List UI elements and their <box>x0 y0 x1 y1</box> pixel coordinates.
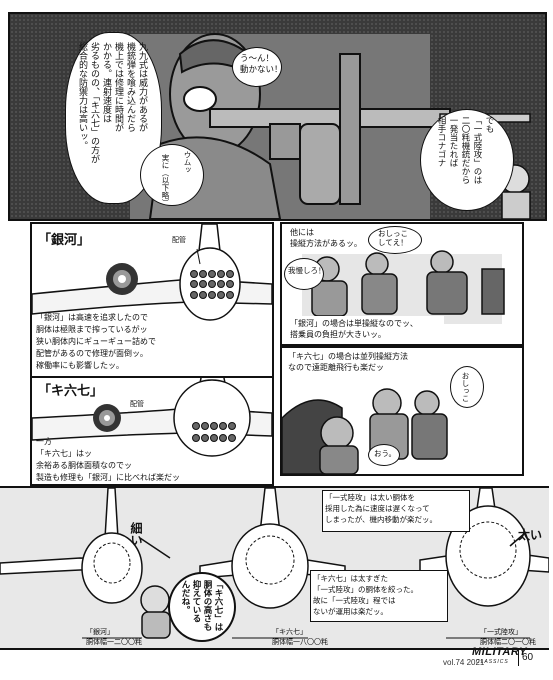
crew-art-bottom <box>282 388 448 474</box>
pipe-cluster-ginga <box>190 270 234 300</box>
caption-ginga-width: 胴体幅一二〇〇粍 <box>86 638 142 646</box>
crew-art-top <box>302 250 505 324</box>
ki67-title: 「キ六七」 <box>38 384 104 399</box>
shout-bubble-bottom <box>168 572 236 642</box>
crew-top-caption: 他には 操縦方法があるッ。 <box>290 228 362 248</box>
crew-bottom-caption: 「キ六七」の場合は並列操縦方法 なので遠距離飛行も楽だッ <box>288 352 408 372</box>
crew-top-caption-box <box>288 226 362 254</box>
ki67-pipe-label: 配管 <box>130 400 144 408</box>
ginga-title: 「銀河」 <box>38 233 91 248</box>
mutter-1: ウムッ <box>183 151 192 174</box>
footer-vol: vol.74 2021 <box>443 658 485 667</box>
crew-top-speech-2: 我慢しろ！ <box>288 266 326 275</box>
ginga-body-text: 「銀河」は高速を追求したので 胴体は極限まで搾っているがッ 狭い胴体内にギューギ… <box>36 313 156 370</box>
note-center-box <box>310 570 448 622</box>
label-thin: 細い <box>129 522 143 546</box>
label-thick: 太い <box>518 528 543 542</box>
crew-top-caption-bottom-box <box>288 316 444 342</box>
ki67-body-text: 一方 「キ六七」はッ 余裕ある胴体面積なのでッ 製造も修理も「銀河」に比べれば楽… <box>36 437 180 482</box>
fuselage-comparison <box>0 488 549 639</box>
footer-brand: MILITARY <box>472 646 527 658</box>
balloon-right-text: でも 「一式陸攻」のは 二〇粍機銃だから 一発当たれば 相手コナゴナ <box>436 116 494 184</box>
footer-brand-sub: CLASSICS <box>476 659 509 665</box>
crew-panel-bottom: 「キ六七」の場合は並列操縦方法 なので遠距離飛行も楽だッ おしっこ おう。 <box>280 346 524 476</box>
mutter-2: 実に（以下略） <box>161 154 170 207</box>
top-panel: 九九式は威力があるが 機銃弾を喰み込んだら 機上では修理に時間が かかる。連射速… <box>8 12 547 221</box>
note-center: 「キ六七」は太すぎた 「一式陸攻」の胴体を絞った。 故に「一式陸攻」程では ない… <box>313 574 418 616</box>
note-right-box <box>322 490 470 532</box>
crew-top-speech-1: おしっこ してえ！ <box>378 229 408 247</box>
crew-top-bubble-2 <box>284 258 324 290</box>
ginga-pipe-label: 配管 <box>172 236 186 244</box>
shout-bubble <box>232 47 282 87</box>
crew-panel-top: 他には 操縦方法があるッ。 おしっこ してえ！ 我慢しろ！ 「銀河」の場合は単操… <box>280 222 524 346</box>
footer-divider <box>518 650 519 666</box>
bottom-panel: 細い 太い 「一式陸攻」は太い胴体を 採用した為に速度は遅くなって しまったが、… <box>0 486 549 650</box>
crew-top-caption-bottom: 「銀河」の場合は単操縦なのでッ、 搭乗員の負担が大きいッ。 <box>290 319 418 339</box>
crew-bottom-bubble-2 <box>368 444 400 466</box>
caption-ginga-name: 「銀河」 <box>86 628 114 636</box>
crew-bottom-speech-1: おしっこ <box>461 372 470 402</box>
ki67-panel: 「キ六七」 配管 一方 「キ六七」はッ 余裕ある胴体面積なのでッ 製造も修理も「… <box>30 376 274 486</box>
pipe-cluster-ki67 <box>192 422 236 444</box>
caption-ki67-name: 「キ六七」 <box>272 628 307 636</box>
shout-text: う〜ん！ 動かない！ <box>240 54 283 75</box>
shout-bottom: 「キ六七」は 胴体の高さも 抑えている んだね。 <box>180 580 223 631</box>
balloon-left-text: 九九式は威力があるが 機銃弾を喰み込んだら 機上では修理に時間が かかる。連射速… <box>77 42 147 164</box>
footer-page: 60 <box>522 652 534 663</box>
note-right: 「一式陸攻」は太い胴体を 採用した為に速度は遅くなって しまったが、機内移動が楽… <box>325 493 437 524</box>
ginga-panel: 「銀河」 配管 「銀河」は高速を追求したので 胴体は極限まで搾っているがッ 狭い… <box>30 222 274 380</box>
crew-top-bubble-1 <box>368 226 422 254</box>
caption-g4m-width: 胴体幅二〇一〇粍 <box>480 638 536 646</box>
mutter-bubble <box>140 144 204 206</box>
crew-bottom-speech-2: おう。 <box>374 449 397 458</box>
caption-g4m-name: 「一式陸攻」 <box>480 628 522 636</box>
caption-ki67-width: 胴体幅一八〇〇粍 <box>272 638 328 646</box>
speech-bubble-right <box>420 109 514 211</box>
crew-bottom-bubble-1 <box>450 366 484 408</box>
